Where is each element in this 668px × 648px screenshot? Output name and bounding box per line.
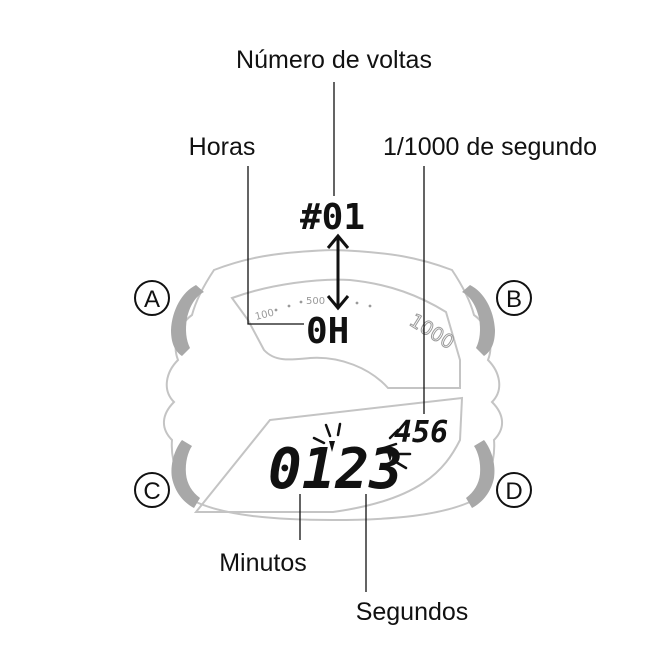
- label-thousandths: 1/1000 de segundo: [383, 133, 597, 161]
- scale-dot: [287, 304, 291, 308]
- button-label-d: D: [496, 472, 532, 508]
- scale-1000: 1000: [405, 310, 458, 354]
- colon-dot-right: [387, 452, 393, 462]
- lap-number-display: #01: [300, 197, 365, 238]
- svg-text:B: B: [506, 286, 522, 313]
- colon-dot-left: [329, 441, 335, 452]
- hours-display: 0H: [306, 311, 349, 352]
- button-d-pusher[interactable]: [466, 440, 495, 508]
- flash-marks-right: [382, 428, 412, 470]
- double-arrow-icon: [326, 233, 350, 311]
- label-laps: Número de voltas: [236, 46, 432, 74]
- svg-text:A: A: [144, 286, 160, 313]
- scale-dot: [299, 300, 303, 304]
- svg-text:D: D: [505, 478, 522, 505]
- scale-500: 500: [306, 296, 325, 307]
- label-seconds: Segundos: [356, 598, 469, 626]
- label-hours: Horas: [189, 133, 256, 161]
- flash-marks-left: [312, 422, 342, 445]
- main-time-display: 0123: [268, 437, 403, 502]
- scale-dot: [355, 301, 359, 305]
- upper-dial-window: [230, 278, 461, 389]
- button-a-pusher[interactable]: [171, 285, 204, 356]
- button-b-pusher[interactable]: [462, 285, 495, 356]
- button-label-b: B: [496, 280, 532, 316]
- svg-text:C: C: [143, 478, 160, 505]
- lower-display-panel: [193, 396, 464, 513]
- fraction-display: 456: [394, 415, 448, 450]
- button-c-pusher[interactable]: [171, 440, 200, 508]
- scale-dot: [368, 304, 372, 308]
- scale-dot: [274, 308, 278, 312]
- label-minutes: Minutos: [219, 549, 307, 577]
- leader-line-hours: [247, 166, 304, 325]
- scale-100: 100: [254, 308, 275, 323]
- button-label-a: A: [134, 280, 170, 316]
- button-label-c: C: [134, 472, 170, 508]
